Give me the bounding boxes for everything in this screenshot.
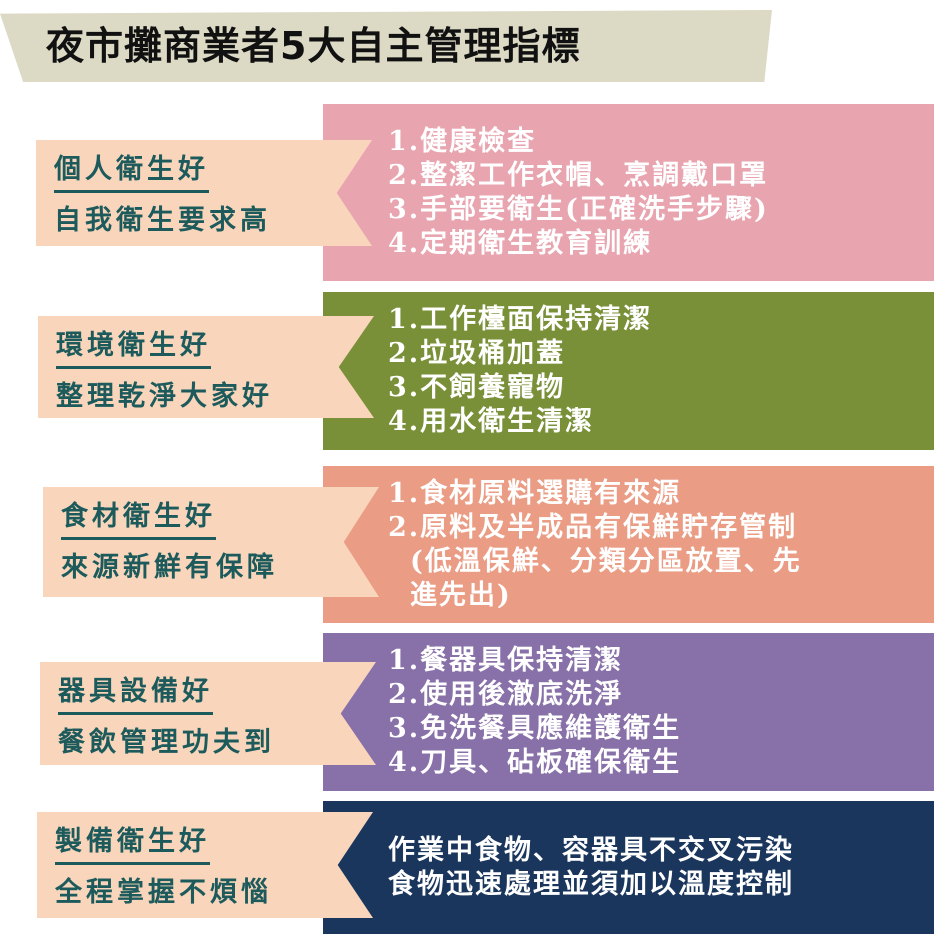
section-preparation-label: 製備衛生好 全程掌握不煩惱 xyxy=(37,812,373,918)
list-item: 3.免洗餐具應維護衛生 xyxy=(388,713,682,744)
section-personal-hygiene-panel: 1.健康檢查 2.整潔工作衣帽、烹調戴口罩 3.手部要衛生(正確洗手步驟) 4.… xyxy=(323,104,934,281)
list-item: 1.餐器具保持清潔 xyxy=(388,645,624,676)
list-item: (低溫保鮮、分類分區放置、先 xyxy=(410,545,802,577)
list-item: 進先出) xyxy=(410,579,512,611)
section-environment-label: 環境衛生好 整理乾淨大家好 xyxy=(38,316,374,418)
list-item: 食物迅速處理並須加以溫度控制 xyxy=(388,868,794,900)
list-item: 3.不飼養寵物 xyxy=(388,372,566,403)
list-item: 1.食材原料選購有來源 xyxy=(388,477,682,509)
title-banner xyxy=(0,10,772,82)
section-subheading: 餐飲管理功夫到 xyxy=(58,727,275,758)
section-personal-hygiene-label: 個人衛生好 自我衛生要求高 xyxy=(36,140,372,246)
list-item: 1.工作檯面保持清潔 xyxy=(388,304,653,335)
list-item: 4.刀具、砧板確保衛生 xyxy=(388,747,682,778)
section-heading: 個人衛生好 xyxy=(54,150,209,193)
section-subheading: 整理乾淨大家好 xyxy=(56,381,273,412)
list-item: 1.健康檢查 xyxy=(388,125,537,157)
section-ingredients-label: 食材衛生好 來源新鮮有保障 xyxy=(43,487,379,597)
section-heading: 製備衛生好 xyxy=(55,822,210,865)
section-environment-panel: 1.工作檯面保持清潔 2.垃圾桶加蓋 3.不飼養寵物 4.用水衛生清潔 xyxy=(323,292,934,450)
list-item: 2.垃圾桶加蓋 xyxy=(388,338,566,369)
list-item: 4.用水衛生清潔 xyxy=(388,406,595,437)
section-heading: 器具設備好 xyxy=(58,672,213,715)
section-subheading: 自我衛生要求高 xyxy=(54,205,271,236)
section-heading: 食材衛生好 xyxy=(61,497,216,540)
section-preparation-panel: 作業中食物、容器具不交叉污染 食物迅速處理並須加以溫度控制 xyxy=(323,801,934,934)
section-subheading: 來源新鮮有保障 xyxy=(61,552,278,583)
list-item: 2.原料及半成品有保鮮貯存管制 xyxy=(388,511,798,543)
section-subheading: 全程掌握不煩惱 xyxy=(55,877,272,908)
list-item: 2.整潔工作衣帽、烹調戴口罩 xyxy=(388,159,769,191)
list-item: 2.使用後澈底洗淨 xyxy=(388,679,624,710)
section-equipment-panel: 1.餐器具保持清潔 2.使用後澈底洗淨 3.免洗餐具應維護衛生 4.刀具、砧板確… xyxy=(323,633,934,791)
list-item: 作業中食物、容器具不交叉污染 xyxy=(388,834,794,866)
page-title: 夜市攤商業者5大自主管理指標 xyxy=(46,24,581,68)
list-item: 3.手部要衛生(正確洗手步驟) xyxy=(388,193,769,225)
section-ingredients-panel: 1.食材原料選購有來源 2.原料及半成品有保鮮貯存管制 (低溫保鮮、分類分區放置… xyxy=(323,466,934,623)
section-equipment-label: 器具設備好 餐飲管理功夫到 xyxy=(40,662,376,765)
section-heading: 環境衛生好 xyxy=(56,326,211,369)
list-item: 4.定期衛生教育訓練 xyxy=(388,227,653,259)
